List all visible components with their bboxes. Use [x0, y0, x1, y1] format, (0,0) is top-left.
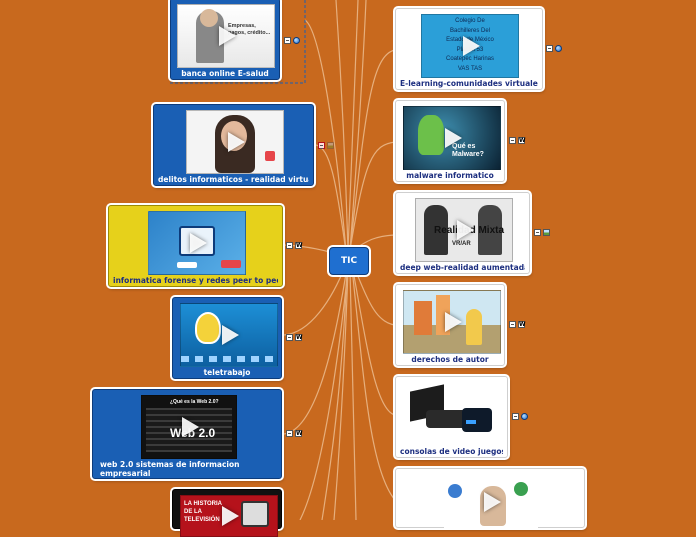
video-thumbnail[interactable]: LA HISTORIA DE LA TELEVISIÓN [180, 495, 278, 537]
web-link-icon[interactable] [555, 45, 562, 52]
malware-icons: W [509, 137, 527, 145]
console-image[interactable] [404, 380, 500, 444]
topic-label: consolas de video juegos [400, 447, 503, 456]
note-icon[interactable] [318, 142, 325, 149]
web20-icons: W [286, 430, 304, 438]
teletrabajo-icons: W [286, 334, 304, 342]
topic-e-learning[interactable]: Colegio De Bachilleres Del Estado de Méx… [395, 8, 543, 90]
connector-tele [299, 269, 349, 520]
note-icon[interactable] [534, 229, 541, 236]
topic-deep-web[interactable]: Realidad Mixta VR/AR deep web-realidad a… [395, 192, 530, 274]
central-topic-label: TIC [340, 256, 358, 266]
topic-informatica-forense[interactable]: informatica forense y redes peer to peer [108, 205, 283, 287]
connector-teletrabajo [283, 263, 347, 336]
wikipedia-icon[interactable]: W [295, 242, 303, 249]
web-link-icon[interactable] [293, 37, 300, 44]
play-icon [222, 506, 239, 526]
play-icon [463, 36, 480, 56]
topic-derechos-de-autor[interactable]: derechos de autor [395, 284, 505, 366]
connector-consolas [351, 264, 396, 416]
play-icon [228, 132, 245, 152]
banca-icons [284, 37, 302, 45]
topic-banca-online[interactable]: Empresas, pagos, crédito... banca online… [170, 0, 280, 80]
topic-historia-television[interactable]: LA HISTORIA DE LA TELEVISIÓN [172, 489, 282, 537]
video-thumbnail[interactable] [444, 474, 538, 529]
video-thumbnail[interactable]: Colegio De Bachilleres Del Estado de Méx… [421, 14, 519, 78]
note-icon[interactable] [286, 242, 293, 249]
topic-label: malware informatico [406, 171, 494, 180]
connector-last [351, 267, 396, 501]
consolas-icons [512, 413, 530, 421]
delitos-icons [318, 142, 336, 150]
thumb-subcaption: VR/AR [452, 241, 471, 247]
video-thumbnail[interactable]: Realidad Mixta VR/AR [415, 198, 513, 262]
topic-label: web 2.0 sistemas de informacion empresar… [100, 460, 240, 478]
play-icon [182, 417, 199, 437]
deepweb-icons [534, 229, 552, 237]
video-thumbnail[interactable] [403, 290, 501, 354]
topic-label: informatica forense y redes peer to peer [113, 276, 278, 285]
topic-label: banca online E-salud [181, 69, 269, 78]
topic-web-2-0[interactable]: ¿Qué es la Web 2.0? Web 2.0 web 2.0 sist… [92, 389, 282, 479]
thumb-caption: Empresas, pagos, crédito... [228, 23, 271, 36]
topic-consolas-videojuegos[interactable]: consolas de video juegos [395, 376, 508, 458]
wikipedia-icon[interactable]: W [295, 430, 303, 437]
video-thumbnail[interactable]: Empresas, pagos, crédito... [177, 4, 275, 68]
topic-label: deep web-realidad aumentada [400, 263, 525, 272]
forense-icons: W [286, 242, 304, 250]
topic-label: E-learning-comunidades virtuales [400, 79, 538, 88]
topic-bottom-right[interactable] [395, 468, 585, 529]
web-link-icon[interactable] [521, 413, 528, 420]
connector-web20 [283, 266, 348, 435]
topic-teletrabajo[interactable]: teletrabajo [172, 297, 282, 379]
topic-malware[interactable]: Qué es Malware? malware informatico [395, 100, 505, 182]
play-icon [445, 312, 462, 332]
thumb-title: ¿Qué es la Web 2.0? [170, 399, 219, 405]
note-icon[interactable] [286, 430, 293, 437]
connector-lines [170, 0, 396, 520]
note-icon[interactable] [509, 321, 516, 328]
play-icon [484, 491, 501, 512]
topic-delitos-informaticos[interactable]: delitos informaticos - realidad virtual [153, 104, 314, 186]
central-topic[interactable]: TIC [329, 247, 369, 275]
topic-label: delitos informaticos - realidad virtual [158, 175, 309, 184]
connector-banca [304, 19, 347, 251]
thumb-caption: Qué es Malware? [452, 143, 484, 158]
play-icon [222, 325, 239, 345]
note-icon[interactable] [509, 137, 516, 144]
play-icon [445, 128, 462, 148]
topic-label: teletrabajo [203, 368, 251, 377]
elearning-icons [546, 45, 564, 53]
video-thumbnail[interactable] [148, 211, 246, 275]
note-icon[interactable] [512, 413, 519, 420]
play-icon [190, 233, 207, 253]
image-icon[interactable] [327, 142, 334, 149]
note-icon[interactable] [286, 334, 293, 341]
wikipedia-icon[interactable]: W [518, 321, 526, 328]
wikipedia-icon[interactable]: W [518, 137, 526, 144]
note-icon[interactable] [284, 37, 291, 44]
connector-elearning [349, 49, 396, 251]
connector-malware [349, 141, 396, 251]
video-thumbnail[interactable]: ¿Qué es la Web 2.0? Web 2.0 [141, 395, 237, 459]
derechos-icons: W [509, 321, 527, 329]
video-thumbnail[interactable] [180, 303, 278, 367]
play-icon [457, 220, 474, 240]
video-thumbnail[interactable]: Qué es Malware? [403, 106, 501, 170]
image-icon[interactable] [543, 229, 550, 236]
video-thumbnail[interactable] [186, 110, 284, 174]
topic-label: derechos de autor [411, 355, 489, 364]
play-icon [219, 26, 236, 46]
note-icon[interactable] [546, 45, 553, 52]
wikipedia-icon[interactable]: W [295, 334, 303, 341]
thumb-caption: LA HISTORIA DE LA TELEVISIÓN [184, 501, 222, 523]
